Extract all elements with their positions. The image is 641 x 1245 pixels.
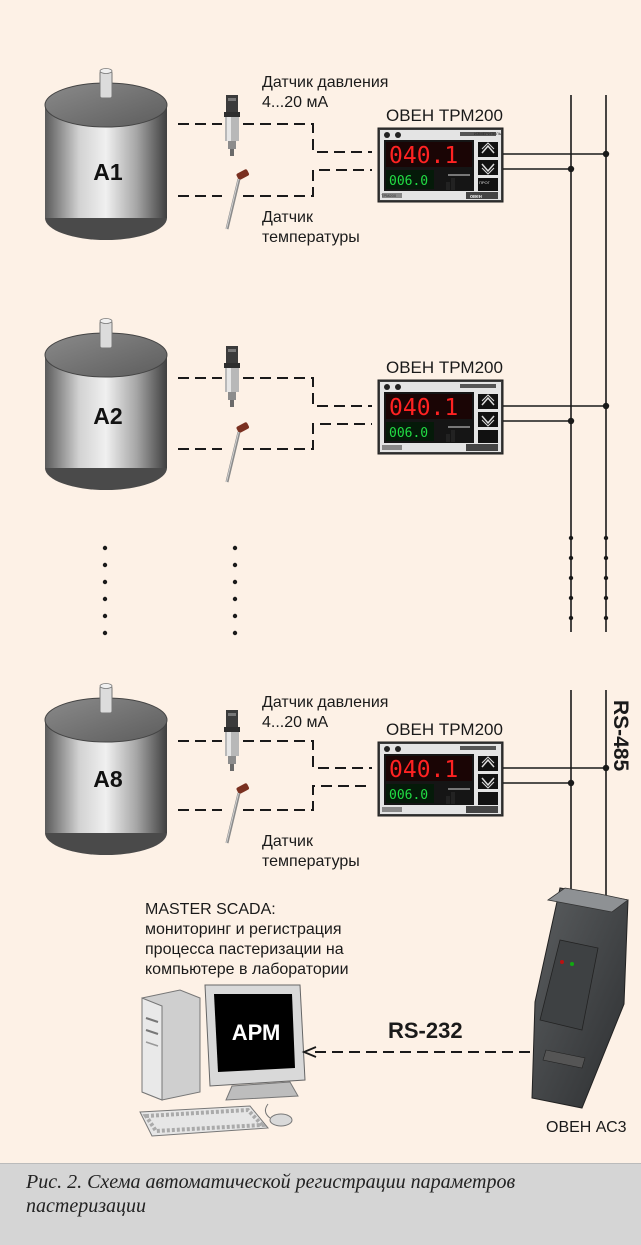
- ac3-converter-icon: [531, 887, 629, 1109]
- tank-a1-label: A1: [93, 159, 123, 185]
- temperature-sensor-icon: [225, 167, 252, 231]
- temperature-sensor-icon: [225, 781, 252, 845]
- tank-a2-label: A2: [93, 403, 122, 429]
- link-a8-pressure-trm: [243, 740, 372, 769]
- ellipsis-dots-tanks: [102, 545, 108, 636]
- ellipsis-dots-bus: [568, 535, 609, 621]
- link-a2-pressure-trm: [243, 377, 372, 407]
- trm-brand: овен: [470, 194, 482, 200]
- trm-model-mark: ТРМ200: [381, 193, 397, 198]
- pressure-sensor-label: Датчик давления: [262, 694, 388, 711]
- link-a1-temp-trm: [243, 169, 372, 197]
- scada-line-4: компьютере в лаборатории: [145, 961, 349, 978]
- rs485-label: RS-485: [609, 700, 632, 772]
- trm-display-top: 040.1: [389, 395, 458, 421]
- trm-button-label: ПРОГ: [479, 180, 491, 185]
- trm-display-top: 040.1: [389, 757, 458, 783]
- pressure-sensor-icon: [224, 710, 240, 771]
- pasteurization-diagram: A1 Датчик давления 4...20 мА Датчик темп…: [44, 68, 632, 1137]
- pressure-range-label: 4...20 мА: [262, 94, 328, 111]
- pressure-sensor-label: Датчик давления: [262, 74, 388, 91]
- figure-caption-bar: Рис. 2. Схема автоматической регистрации…: [0, 1163, 641, 1245]
- trm-header-text: ИЗМЕРИТЕЛЬ: [474, 131, 502, 136]
- temperature-sensor-label-2: температуры: [262, 853, 360, 870]
- temperature-sensor-label-2: температуры: [262, 229, 360, 246]
- pressure-sensor-icon: [224, 95, 240, 156]
- apm-screen-label: АРМ: [232, 1020, 281, 1045]
- link-a2-temp-trm: [243, 423, 372, 450]
- pressure-sensor-icon: [224, 346, 240, 407]
- ac3-label: ОВЕН АС3: [546, 1119, 627, 1136]
- temperature-sensor-icon: [225, 420, 252, 484]
- trm-display-bottom: 006.0: [389, 788, 428, 803]
- trm-display-top: 040.1: [389, 143, 458, 169]
- temperature-sensor-label-1: Датчик: [262, 209, 314, 226]
- link-a8-temp-trm: [243, 785, 372, 811]
- figure-caption: Рис. 2. Схема автоматической регистрации…: [26, 1171, 516, 1217]
- scada-line-1: MASTER SCADA:: [145, 901, 276, 918]
- trm-display-bottom: 006.0: [389, 174, 428, 189]
- tank-a8-label: A8: [93, 766, 123, 792]
- trm200-title: ОВЕН ТРМ200: [386, 720, 503, 739]
- temperature-sensor-label-1: Датчик: [262, 833, 314, 850]
- arrow-left-icon: [301, 1046, 317, 1058]
- rs232-label: RS-232: [388, 1018, 463, 1043]
- tank-a1: [44, 68, 168, 241]
- trm-display-bottom: 006.0: [389, 426, 428, 441]
- scada-line-3: процесса пастеризации на: [145, 941, 344, 958]
- ellipsis-dots-sensors: [232, 545, 238, 636]
- trm200-title: ОВЕН ТРМ200: [386, 106, 503, 125]
- scada-line-2: мониторинг и регистрация: [145, 921, 342, 938]
- trm200-title: ОВЕН ТРМ200: [386, 358, 503, 377]
- pressure-range-label: 4...20 мА: [262, 714, 328, 731]
- computer-workstation-icon: [139, 984, 306, 1137]
- link-a1-pressure-trm: [243, 123, 372, 153]
